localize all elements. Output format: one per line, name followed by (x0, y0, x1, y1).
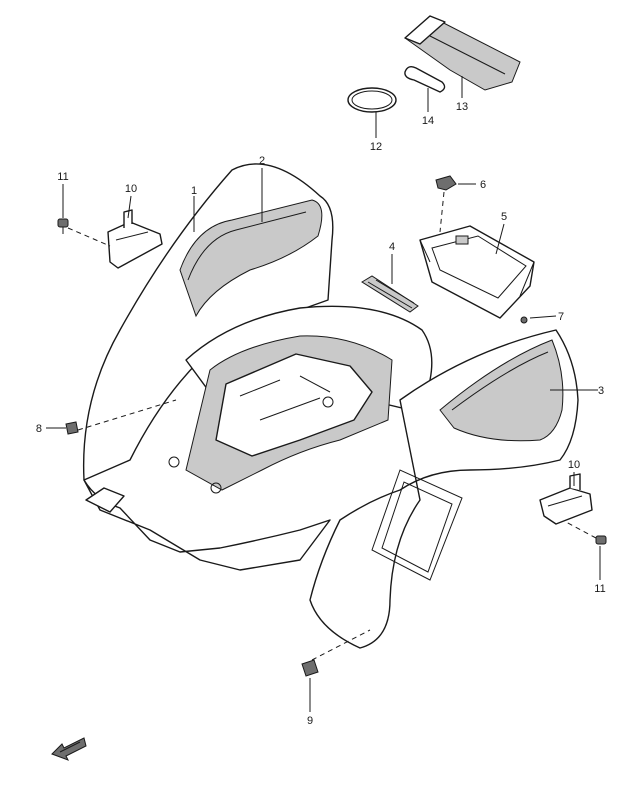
part-13-pad (404, 15, 521, 91)
part-4-strip (361, 275, 419, 313)
part-10-bracket-right (539, 473, 593, 525)
callout-10-left: 10 (125, 183, 137, 195)
part-8-rivet (65, 399, 177, 435)
part-9-rivet (301, 629, 371, 677)
callout-labels: 1 2 3 4 5 6 7 8 9 10 10 11 11 12 13 14 (36, 101, 606, 727)
callout-8: 8 (36, 423, 42, 435)
part-11-bolt-right (565, 521, 607, 545)
part-12-ring (347, 87, 397, 113)
callout-11-right: 11 (594, 583, 605, 595)
leader-lines (46, 76, 601, 712)
callout-9: 9 (307, 715, 313, 727)
part-3-decal-right (439, 339, 564, 442)
part-7-screw (520, 316, 528, 324)
callout-10-right: 10 (568, 459, 580, 471)
front-direction-arrow-icon (51, 737, 87, 761)
callout-13: 13 (456, 101, 468, 113)
callout-4: 4 (389, 241, 395, 253)
callout-3: 3 (598, 385, 604, 397)
part-2-decal-left (179, 199, 323, 318)
callout-1: 1 (191, 185, 197, 197)
callout-14: 14 (422, 115, 434, 127)
part-5-holder (419, 225, 535, 319)
part-11-bolt-left (57, 218, 111, 247)
part-14-pad (404, 65, 446, 93)
callout-7: 7 (558, 311, 564, 323)
part-10-bracket-left (107, 209, 163, 269)
callout-5: 5 (501, 211, 507, 223)
callout-2: 2 (259, 155, 265, 167)
callout-6: 6 (480, 179, 486, 191)
callout-11-left: 11 (57, 171, 68, 183)
callout-12: 12 (370, 141, 382, 153)
part-6-clip (435, 175, 457, 233)
